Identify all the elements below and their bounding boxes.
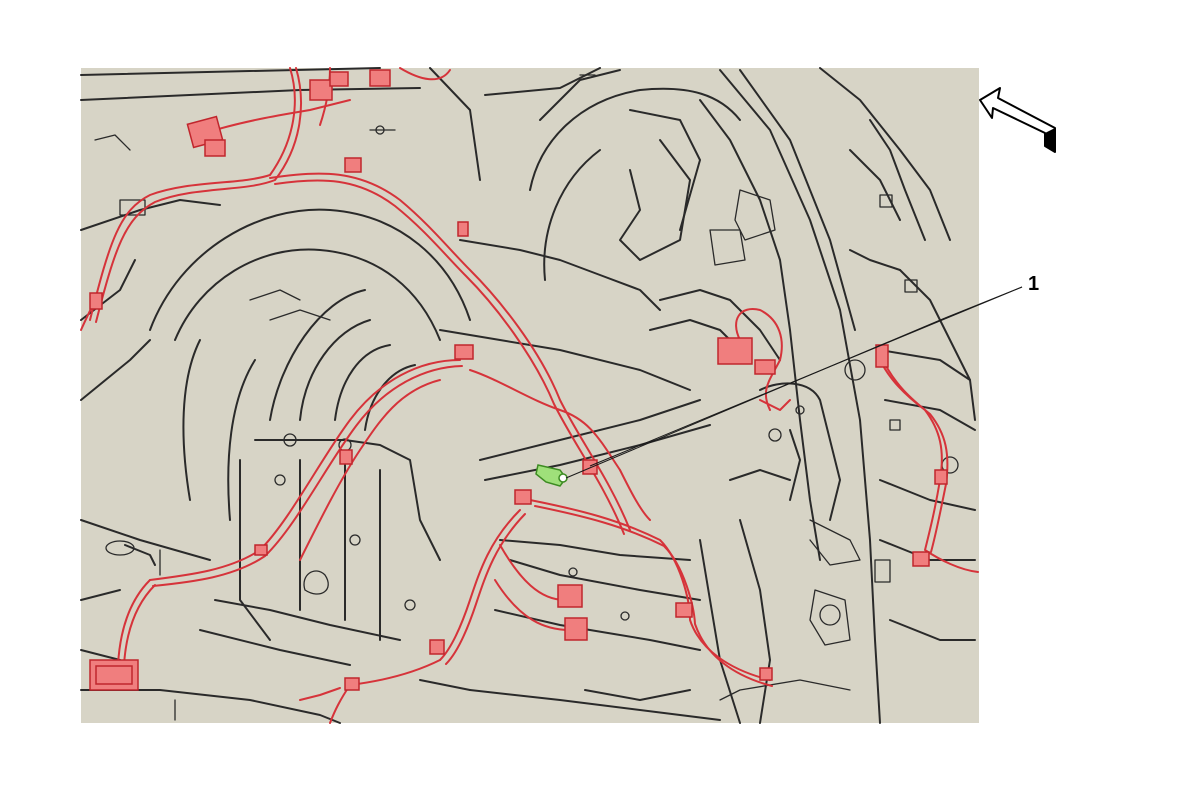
wiring-harness: [80, 67, 979, 724]
callout-leaders: [565, 286, 1023, 479]
callout-1: 1: [1028, 273, 1039, 295]
illustration-background: [81, 68, 979, 723]
ground-terminal: [535, 464, 567, 487]
body-structure: [80, 67, 976, 724]
front-direction-arrow-icon: [979, 87, 1056, 153]
